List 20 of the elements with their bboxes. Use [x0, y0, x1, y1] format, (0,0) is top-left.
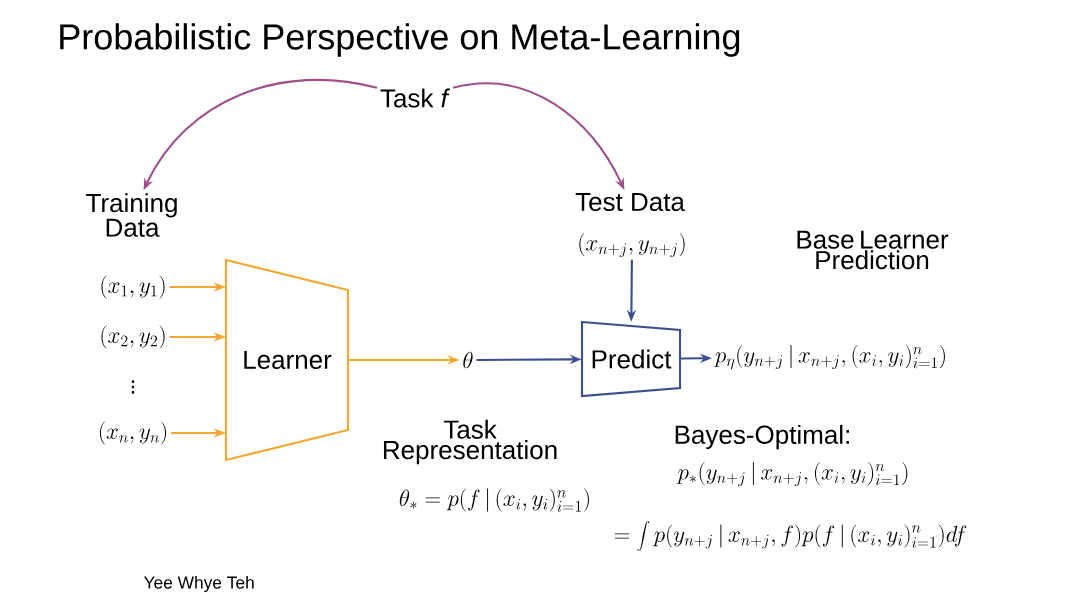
section-label: Base Learner Prediction	[797, 230, 949, 270]
predict-trapezoid: Predict	[580, 320, 682, 398]
ellipsis: $\vdots$	[131, 380, 135, 394]
prediction-formula: $p_\eta(y_{n+j} \,|\, x_{n+j}, (x_i, y_i)_{i=1}^n)$	[714, 345, 945, 370]
learner-trapezoid: Learner	[224, 258, 350, 462]
formula: $= \int p(y_{n+j} \,|\, x_{n+j}, f) p(f \,|\, (x_i, y_i)_{i=1}^n) df$	[614, 521, 967, 551]
data-pair: $(x_1, y_1)$	[101, 275, 165, 299]
formula: $p_*(y_{n+j} \,|\, x_{n+j}, (x_i, y_i)_{i=1}^n)$	[676, 462, 908, 487]
heading: Training Data	[86, 193, 177, 237]
data-pair: $(x_n, y_n)$	[99, 421, 167, 445]
section-label: Task Representation	[383, 419, 557, 465]
formula: $\theta_* = p(f \,|\, (x_i, y_i)_{i=1}^n)$	[399, 488, 589, 512]
test-pair: $(x_{n+j}, y_{n+j})$	[579, 233, 685, 258]
section-label: Bayes-Optimal:	[675, 424, 849, 450]
task-label: Task f	[380, 88, 451, 108]
parameter-symbol: $\theta$	[463, 351, 473, 369]
author-name: Yee Whye Teh	[144, 575, 254, 593]
title: Probabilistic Perspective on Meta-Learning	[60, 23, 740, 57]
data-pair: $(x_2, y_2)$	[101, 325, 165, 349]
heading: Test Data	[575, 192, 685, 212]
